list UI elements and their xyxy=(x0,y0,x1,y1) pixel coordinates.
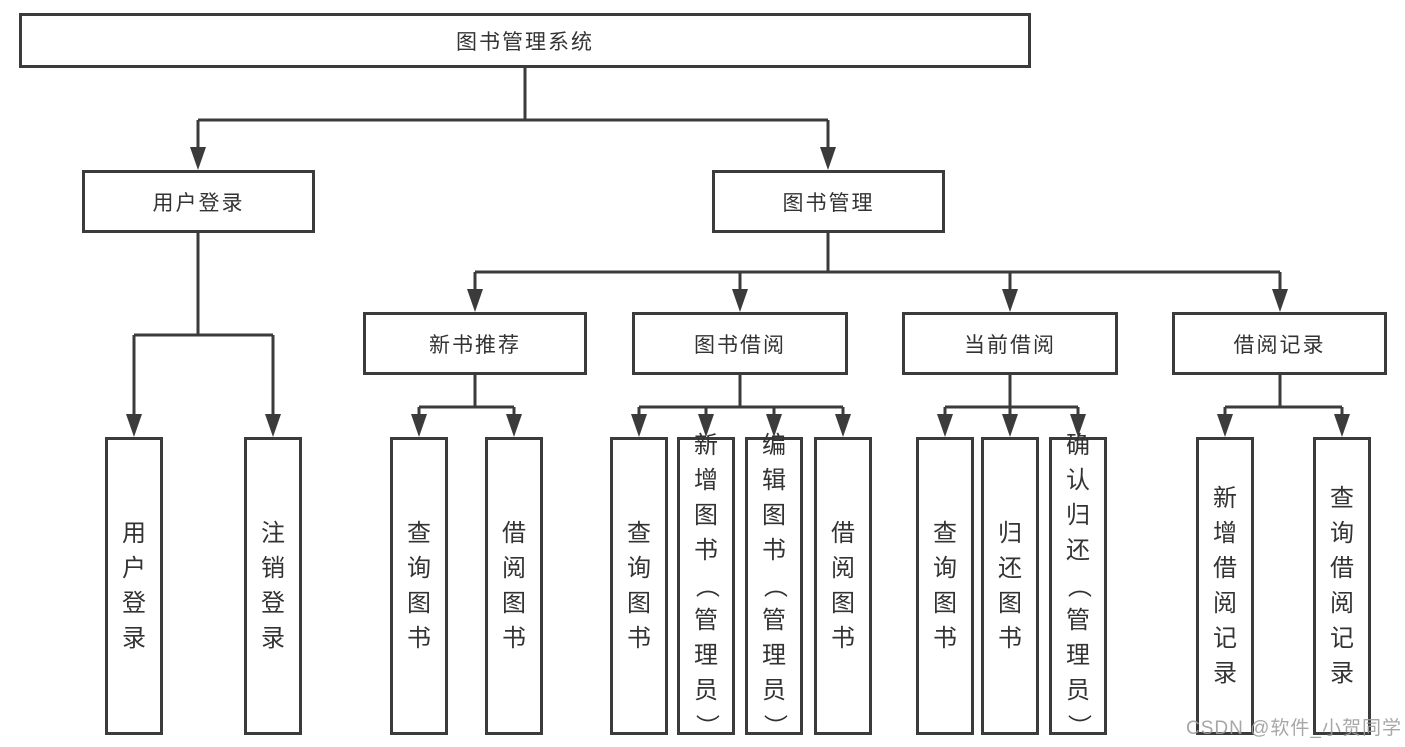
node-leaf-logout: 注销登录 xyxy=(244,437,302,735)
node-label: 借阅记录 xyxy=(1233,333,1326,357)
node-label: 查询借阅记录 xyxy=(1330,484,1354,687)
node-label: 借阅图书 xyxy=(831,519,855,652)
node-label: 注销登录 xyxy=(261,519,285,652)
node-label: 用户登录 xyxy=(122,519,146,652)
node-label: 用户登录 xyxy=(152,191,245,215)
node-book-management: 图书管理 xyxy=(712,170,945,233)
node-label: 借阅图书 xyxy=(502,519,526,652)
node-leaf-borrowing-query-books: 查询图书 xyxy=(610,437,668,735)
node-label: 新增借阅记录 xyxy=(1213,484,1237,687)
watermark-text: CSDN @软件_小贺同学 xyxy=(1186,718,1402,739)
node-leaf-current-confirm-return-admin: 确认归还（管理员） xyxy=(1049,432,1107,739)
node-label: 归还图书 xyxy=(998,519,1022,652)
node-label: 新书推荐 xyxy=(429,333,521,357)
node-leaf-current-query-books: 查询图书 xyxy=(916,437,974,735)
arrowheads xyxy=(126,147,1350,437)
node-leaf-borrowing-add-books-admin: 新增图书（管理员） xyxy=(677,432,735,739)
node-label: 图书管理系统 xyxy=(456,30,594,54)
connector-root xyxy=(196,68,830,166)
node-leaf-newbooks-query-books: 查询图书 xyxy=(390,437,448,735)
node-user-login: 用户登录 xyxy=(82,170,315,233)
node-library-management-system: 图书管理系统 xyxy=(19,13,1031,68)
node-new-book-recommendation: 新书推荐 xyxy=(363,312,587,375)
node-leaf-user-login: 用户登录 xyxy=(105,437,163,735)
node-label: 编辑图书（管理员） xyxy=(761,432,788,739)
node-borrow-records: 借阅记录 xyxy=(1172,312,1387,375)
node-label: 图书管理 xyxy=(782,191,875,215)
node-label: 图书借阅 xyxy=(694,333,786,357)
node-label: 当前借阅 xyxy=(964,333,1056,357)
connector-new-books xyxy=(417,375,516,433)
node-label: 查询图书 xyxy=(627,519,651,652)
node-leaf-newbooks-borrow-books: 借阅图书 xyxy=(485,437,543,735)
connector-book-management xyxy=(473,233,1282,308)
connector-user-login xyxy=(132,233,275,433)
node-label: 查询图书 xyxy=(933,519,957,652)
node-leaf-borrowing-borrow-books: 借阅图书 xyxy=(814,437,872,735)
node-current-borrowing: 当前借阅 xyxy=(902,312,1118,375)
node-leaf-records-query-borrow-record: 查询借阅记录 xyxy=(1313,437,1371,735)
node-label: 确认归还（管理员） xyxy=(1065,432,1092,739)
node-leaf-current-return-books: 归还图书 xyxy=(981,437,1039,735)
node-book-borrowing: 图书借阅 xyxy=(632,312,848,375)
node-leaf-records-add-borrow-record: 新增借阅记录 xyxy=(1196,437,1254,735)
node-leaf-borrowing-edit-books-admin: 编辑图书（管理员） xyxy=(745,432,803,739)
connector-borrow-records xyxy=(1223,375,1344,433)
node-label: 新增图书（管理员） xyxy=(693,432,720,739)
connector-book-borrowing xyxy=(637,375,845,433)
node-label: 查询图书 xyxy=(407,519,431,652)
